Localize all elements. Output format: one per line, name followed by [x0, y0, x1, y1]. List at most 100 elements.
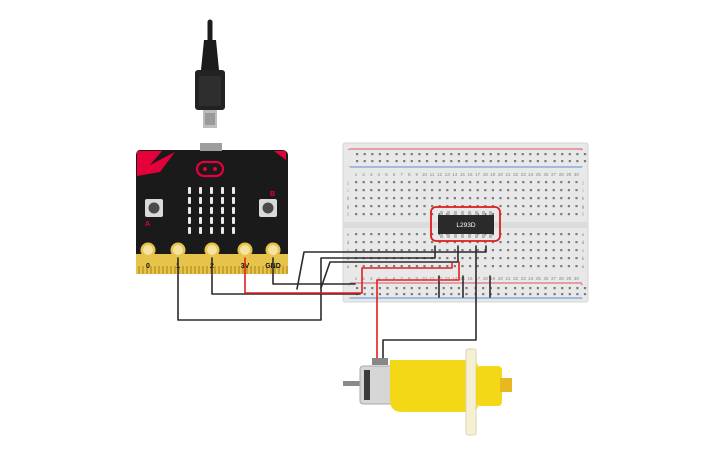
svg-text:a: a: [347, 264, 350, 269]
hole: [552, 241, 555, 244]
wire-pin1[interactable]: [177, 245, 436, 321]
svg-text:b: b: [582, 256, 585, 261]
svg-text:+: +: [581, 147, 584, 152]
wire-ctrl[interactable]: [320, 245, 459, 289]
hole: [476, 181, 479, 184]
wire-pin2[interactable]: [211, 257, 361, 295]
pin-0[interactable]: 0: [140, 242, 156, 271]
hole: [425, 153, 429, 156]
hole: [371, 287, 374, 290]
edge-tooth: [266, 266, 268, 274]
hole: [583, 153, 587, 156]
svg-text:c: c: [582, 248, 585, 253]
hole: [522, 205, 525, 208]
hole: [415, 265, 418, 268]
hole: [453, 181, 456, 184]
hole: [362, 213, 365, 216]
hole: [575, 189, 578, 192]
hole: [568, 293, 571, 296]
svg-text:j: j: [582, 180, 584, 185]
hole: [491, 233, 494, 236]
hole: [386, 153, 389, 156]
hole: [575, 181, 578, 184]
svg-text:21: 21: [505, 172, 511, 177]
hole: [576, 160, 579, 163]
wire-gnd-2[interactable]: [296, 245, 487, 290]
led: [232, 217, 235, 224]
hole: [499, 265, 502, 268]
svg-text:c: c: [347, 248, 350, 253]
hole: [363, 160, 366, 163]
hole: [400, 241, 403, 244]
button-a[interactable]: [145, 199, 163, 217]
svg-text:16: 16: [467, 276, 473, 281]
hole: [514, 287, 517, 290]
chip-pin: [489, 234, 492, 238]
hole: [355, 205, 358, 208]
hole: [442, 153, 445, 156]
svg-text:h: h: [582, 196, 585, 201]
hole: [408, 233, 411, 236]
motor-wire-black[interactable]: [382, 245, 477, 361]
hole: [529, 213, 532, 216]
dc-gear-motor[interactable]: [343, 348, 512, 436]
hole: [491, 213, 494, 216]
hole: [544, 287, 547, 290]
hole: [529, 153, 532, 156]
svg-text:4: 4: [378, 276, 381, 281]
hole: [377, 205, 380, 208]
hole: [461, 257, 464, 260]
hole: [395, 287, 398, 290]
button-b-label: B: [270, 191, 275, 198]
chip-pin: [440, 234, 443, 238]
led: [188, 197, 191, 204]
hole: [400, 233, 403, 236]
hole: [536, 287, 539, 290]
hole: [423, 233, 426, 236]
hole: [497, 293, 500, 296]
led: [232, 207, 235, 214]
led: [221, 207, 224, 214]
hole: [575, 265, 578, 268]
hole: [423, 181, 426, 184]
wire-gnd[interactable]: [272, 257, 356, 285]
svg-text:25: 25: [536, 172, 542, 177]
hole: [491, 241, 494, 244]
logo-accent-left: [137, 151, 175, 176]
hole: [575, 241, 578, 244]
pin-label: 0: [146, 263, 150, 270]
hole: [442, 160, 445, 163]
wire-3v[interactable]: [244, 257, 453, 294]
hole: [560, 233, 563, 236]
hole: [393, 241, 396, 244]
chip-pin: [475, 234, 478, 238]
hole: [378, 153, 381, 156]
hole: [431, 265, 434, 268]
hole: [378, 287, 381, 290]
svg-text:6: 6: [393, 276, 396, 281]
edge-tooth: [146, 266, 148, 274]
chip-pin: [447, 211, 450, 215]
hole: [400, 205, 403, 208]
button-b[interactable]: [259, 199, 277, 217]
hole: [529, 233, 532, 236]
hole: [529, 287, 532, 290]
l293d-chip[interactable]: L293D: [430, 206, 501, 242]
chip-pin: [461, 211, 464, 215]
hole: [537, 233, 540, 236]
hole: [469, 249, 472, 252]
hole: [393, 197, 396, 200]
hole: [497, 287, 500, 290]
svg-text:15: 15: [460, 172, 466, 177]
motor-wire-red-up[interactable]: [376, 261, 460, 281]
hole: [393, 181, 396, 184]
hole: [575, 233, 578, 236]
svg-text:1: 1: [355, 172, 358, 177]
hole: [435, 153, 438, 156]
hole: [355, 197, 358, 200]
hole: [537, 257, 540, 260]
hole: [362, 249, 365, 252]
hole: [446, 249, 449, 252]
chip-pin: [454, 234, 457, 238]
